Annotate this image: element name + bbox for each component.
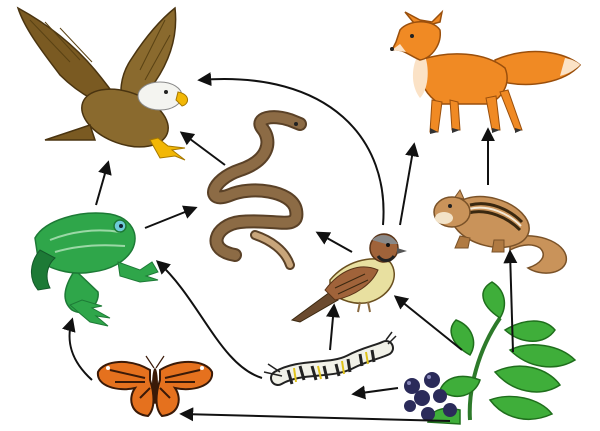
snake-icon bbox=[207, 110, 307, 270]
sparrow-icon bbox=[290, 233, 407, 323]
arrow-plant-to-butterfly bbox=[179, 407, 451, 422]
arrow-plant-to-chipmunk bbox=[503, 249, 518, 353]
frog-icon bbox=[31, 212, 159, 327]
caterpillar-icon bbox=[263, 331, 397, 386]
butterfly-icon bbox=[96, 355, 214, 418]
chipmunk-icon bbox=[433, 188, 567, 274]
eagle-icon bbox=[16, 6, 188, 161]
arrow-sparrow-to-eagle bbox=[197, 72, 385, 226]
arrow-snake-to-eagle bbox=[179, 131, 226, 166]
arrow-caterpillar-to-sparrow bbox=[326, 303, 340, 351]
arrow-sparrow-to-fox bbox=[399, 142, 419, 226]
arrow-frog-to-snake bbox=[144, 205, 198, 229]
arrow-caterpillar-to-frog bbox=[155, 260, 263, 379]
plant-with-berries-icon bbox=[404, 281, 577, 425]
arrow-frog-to-eagle bbox=[95, 160, 112, 206]
arrow-plant-to-caterpillar bbox=[351, 385, 399, 400]
feeding-arrows bbox=[62, 72, 518, 422]
fox-icon bbox=[390, 9, 582, 134]
arrow-sparrow-to-snake bbox=[315, 231, 353, 253]
arrow-butterfly-to-frog bbox=[62, 317, 93, 381]
arrow-plant-to-sparrow bbox=[393, 295, 463, 351]
